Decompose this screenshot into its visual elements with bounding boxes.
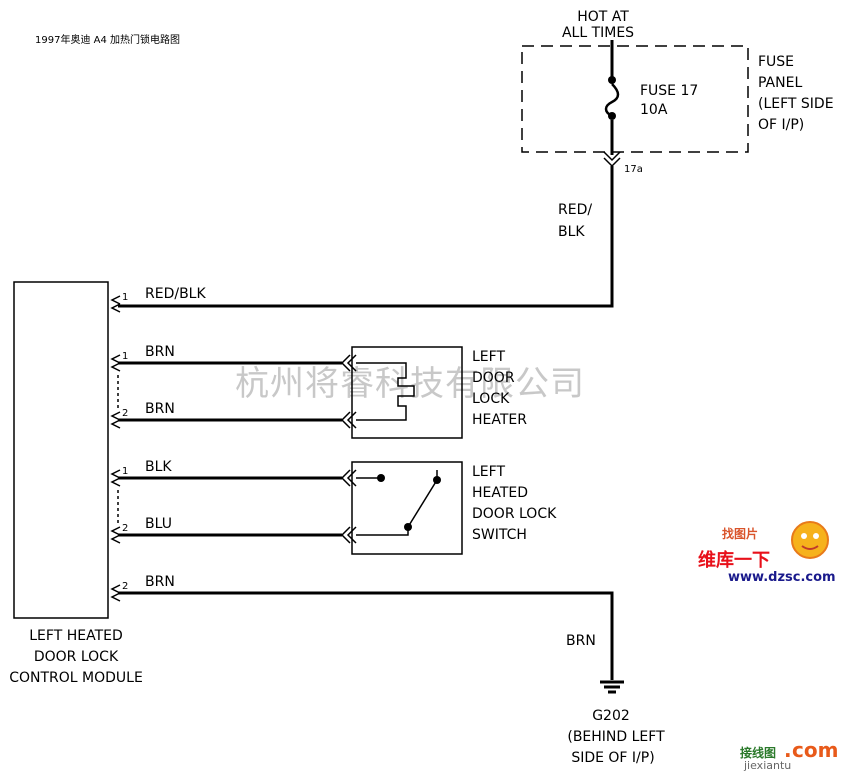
power-label-line2: ALL TIMES (562, 25, 634, 41)
ground-wire-label: BRN (566, 633, 596, 649)
fuse-panel-box (521, 45, 749, 153)
heater-connectors (340, 354, 357, 429)
footer-url: jiexiantu (743, 759, 791, 772)
pin-number: 1 (122, 466, 128, 477)
ground-location-line1: (BEHIND LEFT (567, 729, 665, 745)
heater-label-line4: HEATER (472, 412, 527, 428)
power-label-line1: HOT AT (577, 9, 629, 25)
watermark-text: 杭州将睿科技有限公司 (235, 364, 585, 404)
fuse-panel-line2: PANEL (758, 75, 802, 91)
pin-number: 2 (122, 581, 128, 592)
diagram-title: 1997年奥迪 A4 加热门锁电路图 (35, 33, 180, 46)
fuse-rating: 10A (640, 102, 668, 118)
pin-number: 2 (122, 523, 128, 534)
fuse-name: FUSE 17 (640, 83, 698, 99)
fuse-terminal-label: 17a (624, 164, 643, 175)
fuse-symbol (604, 76, 620, 120)
switch-label-line1: LEFT (472, 464, 505, 480)
wire-color-label: BRN (145, 401, 175, 417)
ground-location-line2: SIDE OF I/P) (571, 750, 654, 766)
switch-box (351, 461, 463, 555)
switch-label-line4: SWITCH (472, 527, 527, 543)
footer-brand: 接线图 (740, 745, 776, 760)
footer-com: com (792, 738, 838, 762)
wire-color-label: BRN (145, 344, 175, 360)
control-module-box (13, 281, 109, 619)
fuse-panel-line3: (LEFT SIDE (758, 96, 834, 112)
module-label-line3: CONTROL MODULE (9, 670, 143, 686)
heater-label-line3: LOCK (472, 391, 510, 407)
module-connectors (110, 295, 121, 602)
wire-color-label: BRN (145, 574, 175, 590)
ground-name: G202 (592, 708, 630, 724)
heater-element-icon (356, 362, 415, 421)
wire-red-blk (118, 166, 614, 308)
switch-label-line3: DOOR LOCK (472, 506, 557, 522)
wire-color-label: BLK (145, 459, 172, 475)
logo-main-text: 维库一下 (698, 549, 770, 571)
vertical-wire-label-line2: BLK (558, 224, 585, 240)
pin-number: 2 (122, 408, 128, 419)
ground-icon (600, 680, 624, 694)
logo-top-text: 找图片 (722, 526, 758, 541)
switch-contact-icon (356, 470, 441, 536)
vertical-wire-label-line1: RED/ (558, 202, 592, 218)
wire-color-label: BLU (145, 516, 172, 532)
heater-box (351, 346, 463, 439)
pin-number: 1 (122, 292, 128, 303)
switch-connectors (340, 469, 357, 544)
module-label-line1: LEFT HEATED (29, 628, 123, 644)
heater-label-line1: LEFT (472, 349, 505, 365)
fuse-panel-line1: FUSE (758, 54, 794, 70)
wire-color-label: RED/BLK (145, 286, 206, 302)
wire-brn-ground (118, 591, 614, 680)
jiexiantu-logo: 接线图 . com jiexiantu (740, 738, 838, 772)
module-label-line2: DOOR LOCK (34, 649, 119, 665)
logo-url-text: www.dzsc.com (728, 570, 836, 585)
switch-label-line2: HEATED (472, 485, 528, 501)
pin-number: 1 (122, 351, 128, 362)
heater-label-line2: DOOR (472, 370, 515, 386)
fuse-terminal-connector (603, 151, 621, 162)
fuse-panel-line4: OF I/P) (758, 117, 804, 133)
dzsc-logo: 找图片 维库一下 www.dzsc.com (698, 521, 836, 585)
footer-dot: . (784, 738, 792, 762)
